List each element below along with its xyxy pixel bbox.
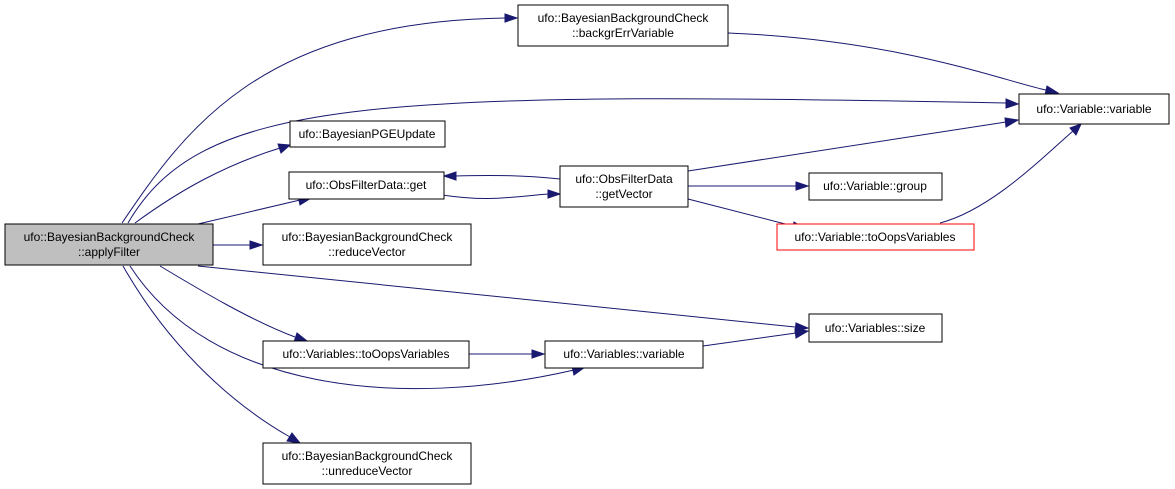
node-variable-variable-label: ufo::Variable::variable: [1036, 102, 1152, 116]
node-variablessize-label: ufo::Variables::size: [825, 321, 926, 335]
edge-applyfilter-to-unreducevector: [122, 265, 302, 444]
node-getvector[interactable]: ufo::ObsFilterData ::getVector: [559, 165, 689, 208]
node-variabletooops[interactable]: ufo::Variable::toOopsVariables: [776, 223, 975, 251]
node-getvector-line-2: ::getVector: [595, 187, 652, 201]
node-variablegroup[interactable]: ufo::Variable::group: [808, 172, 943, 201]
node-pgeupdate[interactable]: ufo::BayesianPGEUpdate: [289, 120, 446, 148]
edge-getvector-to-variable-variable: [687, 117, 1020, 172]
node-applyfilter-line-2: ::applyFilter: [78, 245, 140, 259]
node-reducevector[interactable]: ufo::BayesianBackgroundCheck ::reduceVec…: [262, 223, 472, 266]
node-unreducevector-line-1: ufo::BayesianBackgroundCheck: [282, 449, 454, 463]
node-backgrerrvariable-line-2: ::backgrErrVariable: [572, 26, 674, 40]
node-variablestooops-label: ufo::Variables::toOopsVariables: [283, 347, 450, 361]
node-backgrerrvariable[interactable]: ufo::BayesianBackgroundCheck ::backgrErr…: [517, 4, 729, 47]
node-variablesvariable-label: ufo::Variables::variable: [563, 347, 685, 361]
node-applyfilter[interactable]: ufo::BayesianBackgroundCheck ::applyFilt…: [4, 223, 214, 266]
node-applyfilter-line-1: ufo::BayesianBackgroundCheck: [24, 230, 196, 244]
edge-applyfilter-to-variablestooops: [159, 265, 309, 343]
node-getvector-line-1: ufo::ObsFilterData: [575, 172, 673, 186]
edge-getvector-to-obsget: [442, 171, 561, 181]
node-unreducevector-line-2: ::unreduceVector: [322, 464, 413, 478]
node-variablesvariable[interactable]: ufo::Variables::variable: [544, 340, 704, 369]
edge-applyfilter-to-obsget: [197, 195, 313, 225]
edge-variabletooops-to-variable-variable: [939, 123, 1082, 224]
node-obsget[interactable]: ufo::ObsFilterData::get: [288, 171, 445, 200]
node-variablegroup-label: ufo::Variable::group: [823, 179, 927, 193]
edge-applyfilter-to-variable-variable: [127, 98, 1020, 224]
edge-getvector-to-variablegroup: [688, 181, 810, 191]
edge-applyfilter-to-variablessize: [197, 265, 810, 333]
node-pgeupdate-label: ufo::BayesianPGEUpdate: [299, 127, 436, 141]
node-variable-variable[interactable]: ufo::Variable::variable: [1018, 93, 1170, 125]
edge-variablesvariable-to-variablessize: [702, 328, 810, 347]
edge-applyfilter-to-backgrerrvariable: [121, 13, 519, 224]
edge-applyfilter-to-pgeupdate: [134, 143, 292, 224]
node-obsget-label: ufo::ObsFilterData::get: [306, 178, 427, 192]
node-variablessize[interactable]: ufo::Variables::size: [808, 313, 943, 343]
node-unreducevector[interactable]: ufo::BayesianBackgroundCheck ::unreduceV…: [262, 442, 472, 485]
node-variabletooops-label: ufo::Variable::toOopsVariables: [795, 230, 956, 244]
edge-backgrerrvariable-to-variable-variable: [727, 32, 1060, 96]
node-reducevector-line-1: ufo::BayesianBackgroundCheck: [282, 230, 454, 244]
edge-variablestooops-to-variablesvariable: [469, 349, 546, 359]
edge-applyfilter-to-variablesvariable: [129, 265, 587, 390]
node-backgrerrvariable-line-1: ufo::BayesianBackgroundCheck: [538, 11, 710, 25]
edge-obsget-to-getvector: [441, 189, 562, 200]
node-variablestooops[interactable]: ufo::Variables::toOopsVariables: [262, 340, 470, 369]
nodes-layer: ufo::BayesianBackgroundCheck ::applyFilt…: [4, 4, 1170, 485]
node-reducevector-line-2: ::reduceVector: [328, 245, 405, 259]
edge-applyfilter-to-reducevector: [213, 240, 264, 250]
